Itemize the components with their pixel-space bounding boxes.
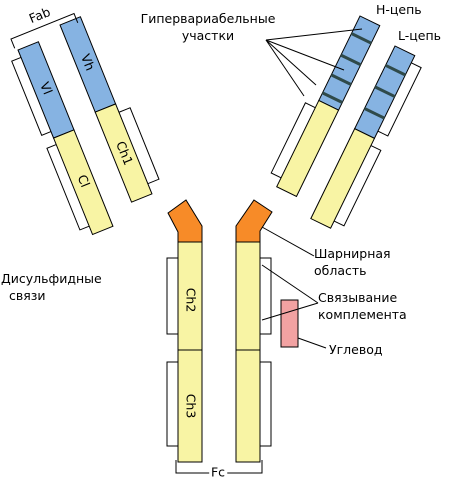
fc-label: Fc: [211, 465, 225, 480]
left-ch3-bracket: [166, 361, 178, 447]
right-h-hypervariable-1: [350, 32, 372, 45]
carbohydrate-pointer: [297, 337, 327, 349]
left-ch2-domain: [177, 241, 203, 351]
hypervariable-pointers: [265, 28, 363, 97]
complement-label-2: комплемента: [318, 307, 407, 322]
left-ch1-domain: [94, 103, 153, 203]
right-heavy-chain: [276, 15, 381, 198]
left-ch2-bracket: [166, 257, 178, 335]
complement-pointer: [261, 264, 319, 304]
right-l-hypervariable-2: [374, 85, 396, 98]
vh-label: Vh: [78, 52, 98, 73]
right-l-hypervariable-1: [384, 63, 407, 77]
disulfide-label-1: Дисульфидные: [1, 271, 102, 286]
fc-bracket: [175, 460, 263, 474]
carbohydrate-label: Углевод: [329, 342, 383, 357]
hinge-label-2: область: [314, 263, 367, 278]
hypervariable-label-1: Гипервариабельные: [141, 11, 276, 26]
right-light-chain: [310, 45, 416, 229]
right-l-hypervariable-3: [363, 107, 385, 120]
left-heavy-chain: Vh Ch1: [59, 16, 153, 203]
complement-pointer-2: [261, 302, 319, 321]
cl-label: Cl: [75, 172, 93, 189]
right-heavy-brackets: [270, 102, 316, 179]
left-light-brackets: [11, 56, 90, 231]
right-h-hypervariable-4: [321, 91, 343, 104]
left-ch3-domain: [177, 349, 203, 463]
right-h-hypervariable-3: [330, 73, 352, 86]
right-cl-domain: [310, 128, 376, 229]
right-h-hypervariable-2: [340, 53, 362, 67]
right-ch3-bracket: [260, 361, 272, 447]
l-chain-label: L-цепь: [398, 28, 441, 43]
left-heavy-brackets: [118, 107, 160, 185]
right-ch2-bracket: [260, 257, 272, 335]
right-ch2-domain: [235, 241, 261, 351]
left-light-chain: Vl Cl: [17, 41, 114, 236]
right-ch3-domain: [235, 349, 261, 463]
disulfide-label-2: связи: [9, 288, 46, 303]
ch2-label: Ch2: [184, 288, 199, 313]
right-ch1-domain: [276, 99, 340, 198]
right-light-brackets: [333, 62, 422, 227]
hypervariable-label-2: участки: [182, 28, 234, 43]
ch3-label: Ch3: [184, 394, 199, 419]
complement-label-1: Связывание: [318, 290, 397, 305]
hinge-label-1: Шарнирная: [314, 246, 391, 261]
right-hinge: [235, 199, 273, 243]
fab-label: Fab: [27, 4, 53, 26]
hinge-pointer: [261, 226, 315, 257]
h-chain-label: H-цепь: [376, 2, 422, 17]
carbohydrate-block: [280, 299, 299, 348]
left-cl-domain: [52, 129, 114, 236]
fab-bracket: [10, 12, 79, 49]
left-hinge: [167, 199, 203, 243]
vl-label: Vl: [37, 80, 55, 97]
